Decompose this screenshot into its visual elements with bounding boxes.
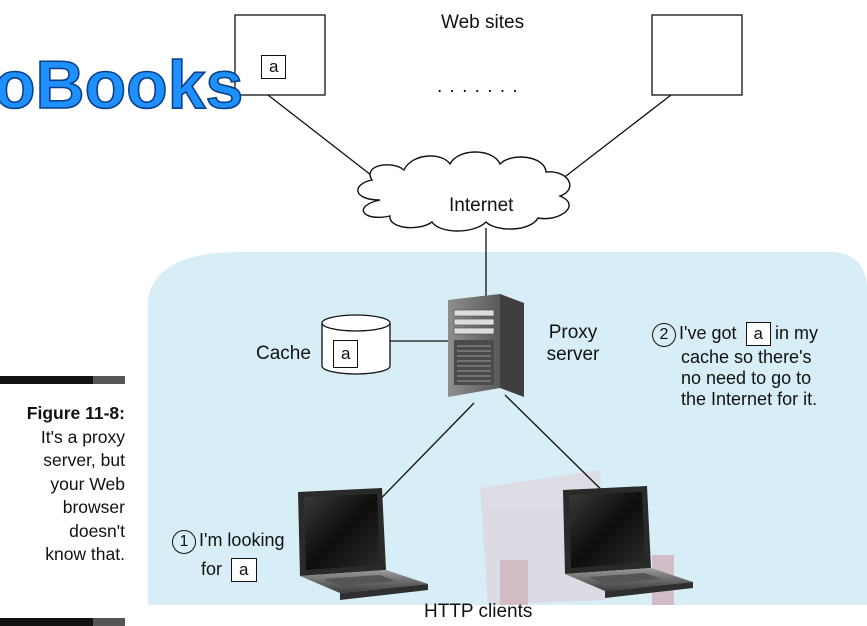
websites-ellipsis: . . . . . . . — [437, 76, 519, 97]
cloud-icon — [357, 151, 571, 232]
proxy-server-label: Proxy server — [546, 322, 600, 365]
figure-label: Figure 11-8 — [26, 403, 120, 423]
caption-rule-top — [0, 376, 125, 384]
figure-caption: Figure 11-8: It's a proxy server, but yo… — [26, 403, 125, 564]
step-1-badge: 1 — [172, 530, 196, 554]
cache-item-a: a — [333, 340, 359, 368]
website-item-a: a — [261, 55, 287, 79]
websites-label: Web sites — [441, 12, 525, 33]
internet-label: Internet — [449, 195, 514, 216]
cache-label: Cache — [256, 343, 311, 364]
laptop-icon — [298, 488, 428, 600]
server-tower-icon — [448, 294, 524, 397]
http-clients-label: HTTP clients — [424, 601, 533, 622]
step-2-badge: 2 — [652, 323, 676, 347]
step-2-item-a: a — [745, 322, 771, 346]
laptop-icon — [563, 486, 693, 598]
step-1-item-a: a — [231, 558, 257, 582]
website-box-b — [651, 14, 743, 96]
watermark-text: oBooks — [0, 47, 243, 123]
caption-rule-bottom — [0, 618, 125, 626]
